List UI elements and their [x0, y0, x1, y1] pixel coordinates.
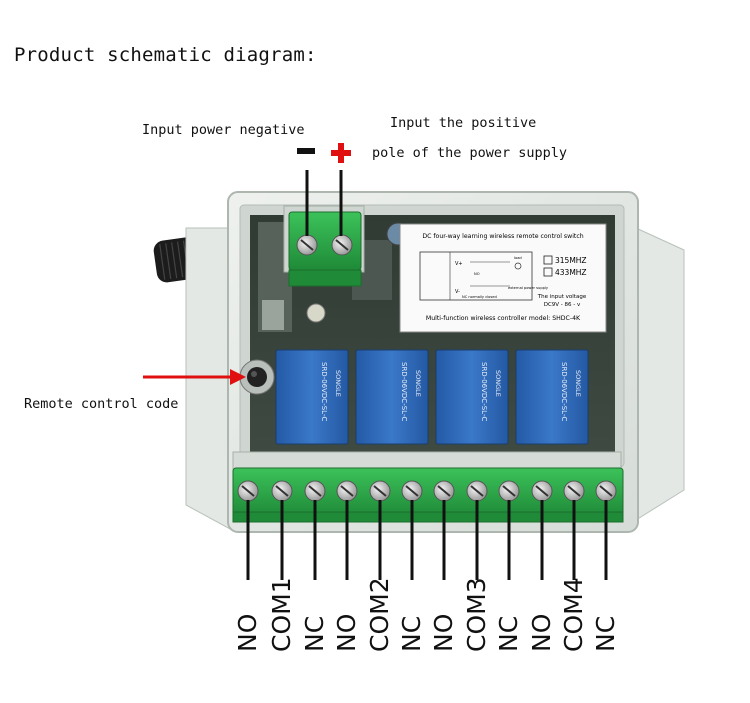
sticker-load: load: [514, 256, 522, 260]
freq-433-label: 433MHZ: [555, 268, 587, 277]
terminal-label: NC: [591, 615, 620, 652]
input-voltage-title: The input voltage: [537, 294, 587, 300]
sticker-v-plus: V+: [455, 261, 463, 267]
terminal-label: NC: [397, 615, 426, 652]
relay-1: SONGLE SRD-06VDC-SL-C: [275, 349, 349, 445]
terminal-label: COM2: [365, 577, 394, 652]
plus-icon: [331, 143, 351, 163]
sticker-nc: NC normally closed: [462, 295, 497, 299]
terminal-screw-slot: [502, 485, 516, 497]
relay-3-model: SRD-06VDC-SL-C: [480, 362, 488, 421]
relay-4-model: SRD-06VDC-SL-C: [560, 362, 568, 421]
terminal-label: COM3: [462, 577, 491, 652]
terminal-label: NC: [300, 615, 329, 652]
sticker-v-minus: V-: [455, 289, 460, 295]
input-positive-label-line1: Input the positive: [390, 115, 537, 131]
relay-2-model: SRD-06VDC-SL-C: [400, 362, 408, 421]
input-positive-label-line2: pole of the power supply: [372, 145, 568, 161]
board-info-sticker: DC four-way learning wireless remote con…: [399, 223, 607, 333]
input-negative-label: Input power negative: [142, 122, 305, 138]
terminal-label: COM4: [559, 577, 588, 652]
terminal-screw-slot: [308, 485, 322, 497]
terminal-screw-slot: [599, 485, 613, 497]
page-title: Product schematic diagram:: [14, 44, 317, 66]
relay-3: SONGLE SRD-06VDC-SL-C: [435, 349, 509, 445]
remote-key-label: Remote control code key: [24, 396, 211, 412]
relay-2-brand: SONGLE: [414, 370, 422, 397]
relay-1-model: SRD-06VDC-SL-C: [320, 362, 328, 421]
sticker-ext-power: external power supply: [508, 286, 549, 290]
terminal-label: NO: [332, 613, 361, 652]
relay-2: SONGLE SRD-06VDC-SL-C: [355, 349, 429, 445]
sticker-model: Multi-function wireless controller model…: [426, 315, 581, 322]
code-key-arrow: [143, 369, 246, 385]
sticker-heading: DC four-way learning wireless remote con…: [422, 233, 583, 240]
freq-315-checkbox: [543, 255, 553, 265]
terminal-screw-slot: [470, 485, 484, 497]
terminal-screw-slot: [567, 485, 581, 497]
terminal-screw-slot: [535, 485, 549, 497]
relay-4-brand: SONGLE: [574, 370, 582, 397]
freq-315-label: 315MHZ: [555, 256, 587, 265]
power-terminal-block: [283, 205, 365, 287]
terminal-screw-slot: [437, 485, 451, 497]
terminal-screw-slot: [373, 485, 387, 497]
relay-1-brand: SONGLE: [334, 370, 342, 397]
terminal-label: COM1: [267, 577, 296, 652]
terminal-label: NO: [527, 613, 556, 652]
terminal-leads: [246, 500, 608, 580]
terminal-label: NC: [494, 615, 523, 652]
freq-433-checkbox: [543, 267, 553, 277]
terminal-label: NO: [429, 613, 458, 652]
input-voltage-value: DC9V - 86 - v: [544, 302, 581, 308]
relay-3-brand: SONGLE: [494, 370, 502, 397]
sticker-no: NO: [474, 272, 480, 276]
terminal-screw-slot: [340, 485, 354, 497]
terminal-label: NO: [233, 613, 262, 652]
terminal-screw-slot: [275, 485, 289, 497]
relay-group: SONGLE SRD-06VDC-SL-C SONGLE SRD-06VDC-S…: [275, 349, 589, 445]
output-terminal-strip: [232, 451, 624, 580]
terminal-screw-slot: [241, 485, 255, 497]
minus-icon: [297, 148, 315, 154]
terminal-screw-slot: [405, 485, 419, 497]
relay-4: SONGLE SRD-06VDC-SL-C: [515, 349, 589, 445]
